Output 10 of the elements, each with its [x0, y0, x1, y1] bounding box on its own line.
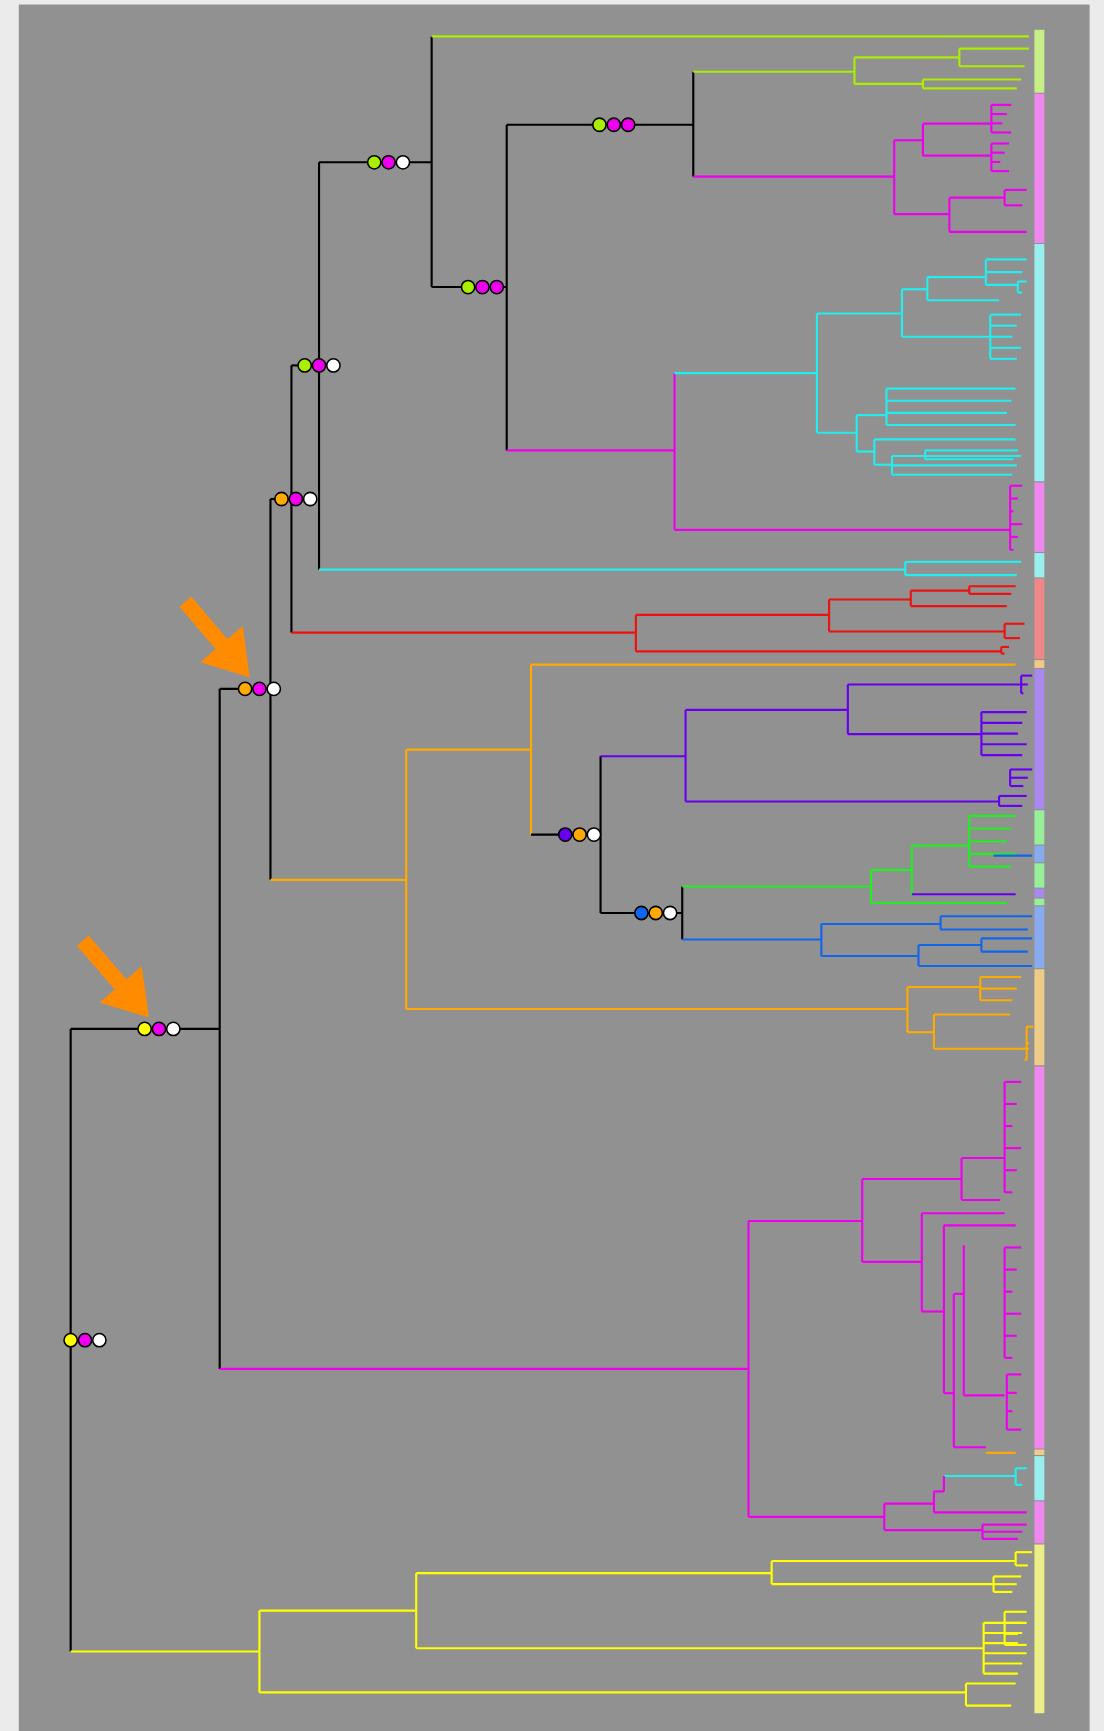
marker-dots — [63, 1332, 107, 1348]
marker-dots — [634, 905, 678, 921]
marker-dots — [592, 117, 636, 133]
marker-dots — [557, 827, 602, 842]
marker-dots — [274, 491, 318, 507]
marker-dots — [237, 681, 282, 697]
marker-dots — [137, 1021, 181, 1037]
marker-dots — [366, 154, 411, 170]
marker-dots — [460, 279, 505, 295]
marker-dots — [297, 358, 341, 373]
